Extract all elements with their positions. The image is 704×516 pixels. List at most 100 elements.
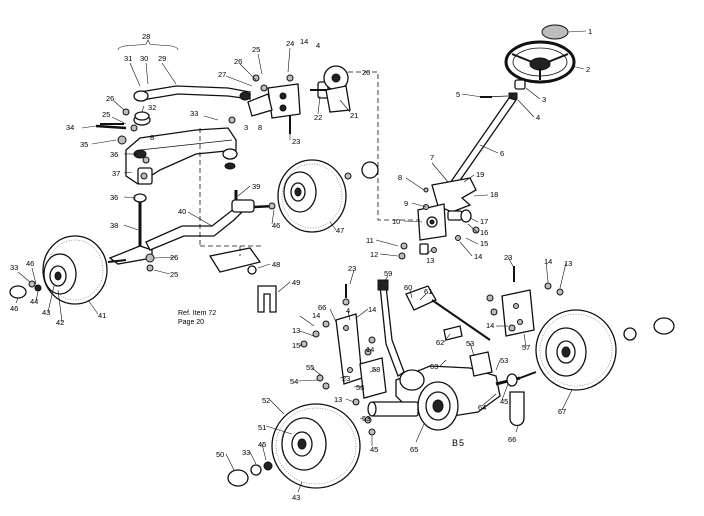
- callout-13b: 13: [292, 326, 300, 335]
- callout-26: 26: [234, 57, 242, 66]
- callout-66b: 66: [508, 435, 516, 444]
- callout-66: 66: [318, 303, 326, 312]
- callout-53b: 53: [466, 339, 474, 348]
- callout-26c: 26: [170, 253, 178, 262]
- callout-64: 64: [478, 403, 486, 412]
- callout-63: 63: [430, 362, 438, 371]
- callout-10: 10: [392, 217, 400, 226]
- rear-right-wheel: [519, 309, 675, 391]
- transaxle-assembly: [367, 279, 525, 431]
- callout-14f: 14: [544, 257, 552, 266]
- part-callouts: 1 2 3 4 5 6 7 8 9 10 11 12 13 14 15 16 1…: [10, 27, 592, 502]
- callout-23c: 23: [342, 374, 350, 383]
- callout-52: 52: [262, 396, 270, 405]
- callout-46: 46: [272, 221, 280, 230]
- callout-28: 28: [142, 32, 150, 41]
- callout-14: 14: [474, 252, 482, 261]
- callout-36: 36: [110, 150, 118, 159]
- callout-24: 24: [286, 39, 294, 48]
- callout-7: 7: [430, 153, 434, 162]
- tie-rod: [145, 205, 243, 251]
- callout-8c: 8: [150, 133, 154, 142]
- callout-39: 39: [252, 182, 260, 191]
- callout-1: 1: [588, 27, 592, 36]
- callout-4: 4: [536, 113, 540, 122]
- callout-5: 5: [456, 90, 460, 99]
- callout-57: 57: [522, 343, 530, 352]
- callout-45b: 45: [258, 440, 266, 449]
- callout-61: 61: [424, 287, 432, 296]
- ref-note-line2: Page 20: [178, 319, 204, 326]
- callout-60: 60: [404, 283, 412, 292]
- callout-43b: 43: [292, 493, 300, 502]
- callout-19: 19: [476, 170, 484, 179]
- group-bracket: [117, 39, 179, 51]
- callout-58: 58: [372, 365, 380, 374]
- callout-32: 32: [148, 103, 156, 112]
- callout-16: 16: [480, 228, 488, 237]
- callout-14g: 14: [486, 321, 494, 330]
- callout-14e: 14: [366, 345, 374, 354]
- callout-53c: 53: [500, 356, 508, 365]
- callout-15b: 15: [292, 341, 300, 350]
- callout-18: 18: [490, 190, 498, 199]
- callout-21: 21: [350, 111, 358, 120]
- callout-46b: 46: [26, 259, 34, 268]
- callout-12: 12: [370, 250, 378, 259]
- callout-25c: 25: [170, 270, 178, 279]
- callout-45: 45: [500, 397, 508, 406]
- callout-49: 49: [292, 278, 300, 287]
- callout-51: 51: [258, 423, 266, 432]
- callout-35: 35: [80, 140, 88, 149]
- callout-3: 3: [542, 95, 546, 104]
- stamp-b5: B5: [452, 438, 465, 448]
- callout-31: 31: [124, 54, 132, 63]
- front-right-wheel: [277, 159, 379, 233]
- callout-45c: 45: [370, 445, 378, 454]
- axle-beam: [125, 127, 237, 185]
- drag-link: [139, 85, 251, 101]
- callout-62: 62: [436, 338, 444, 347]
- pitman-arm-bracket: [247, 65, 351, 134]
- callout-14b: 14: [300, 37, 308, 46]
- callout-33c: 33: [242, 448, 250, 457]
- callout-13: 13: [426, 256, 434, 265]
- callout-17: 17: [480, 217, 488, 226]
- callout-37: 37: [112, 169, 120, 178]
- front-axle-assembly: [95, 85, 277, 313]
- callout-25: 25: [252, 45, 260, 54]
- callout-8b: 8: [258, 123, 262, 132]
- callout-4c: 4: [346, 306, 350, 315]
- callout-44: 44: [30, 297, 38, 306]
- callout-59: 59: [384, 269, 392, 278]
- callout-8: 8: [398, 173, 402, 182]
- callout-40: 40: [178, 207, 186, 216]
- callout-33b: 33: [10, 263, 18, 272]
- callout-4b: 4: [316, 41, 320, 50]
- callout-15: 15: [480, 239, 488, 248]
- callout-42: 42: [56, 318, 64, 327]
- callout-29: 29: [158, 54, 166, 63]
- guide-lines: [199, 71, 420, 256]
- callout-65: 65: [410, 445, 418, 454]
- callout-3b: 3: [244, 123, 248, 132]
- steering-cap: [541, 24, 569, 40]
- callout-67: 67: [558, 407, 566, 416]
- callout-9: 9: [404, 199, 408, 208]
- callout-46c: 46: [10, 304, 18, 313]
- rear-left-wheel: [227, 403, 361, 489]
- front-left-wheel: [9, 235, 127, 305]
- callout-26b: 26: [106, 94, 114, 103]
- callout-23: 23: [292, 137, 300, 146]
- rear-brackets: [300, 266, 564, 436]
- callout-56: 56: [356, 383, 364, 392]
- callout-22: 22: [314, 113, 322, 122]
- shift-lever: [379, 285, 405, 377]
- steering-wheel-assembly: [449, 24, 576, 187]
- callout-20: 20: [362, 68, 370, 77]
- callout-43: 43: [42, 308, 50, 317]
- callout-48: 48: [272, 260, 280, 269]
- callout-41: 41: [98, 311, 106, 320]
- callout-55: 55: [306, 363, 314, 372]
- callout-6: 6: [500, 149, 504, 158]
